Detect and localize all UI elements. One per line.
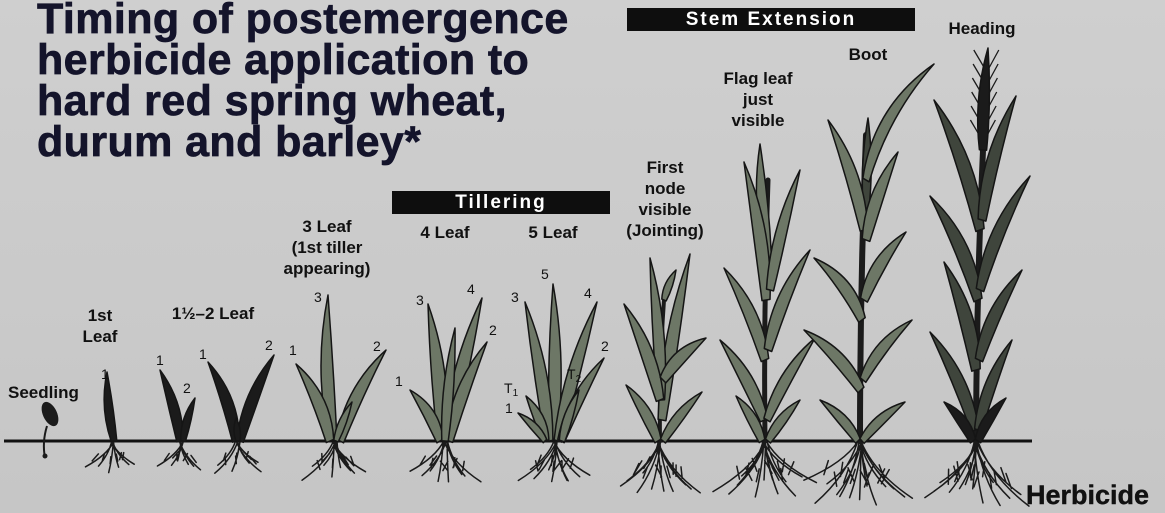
stage-label-line: node: [626, 178, 703, 199]
phase-bar-stem-extension: Stem Extension: [627, 8, 915, 31]
leaf: [860, 320, 912, 382]
stage-label-line: Leaf: [83, 326, 118, 347]
title-line-3: hard red spring wheat,: [37, 81, 569, 122]
roots: [86, 441, 135, 473]
stage-label-heading: Heading: [948, 18, 1015, 39]
title-line-2: herbicide application to: [37, 40, 569, 81]
plant-flag-leaf: [713, 144, 816, 497]
tiller-mark: T: [567, 366, 576, 382]
plant-boot: [804, 64, 934, 505]
leaf-number: 3: [314, 289, 322, 305]
flag-leaf: [863, 64, 934, 182]
stage-label-boot: Boot: [849, 44, 888, 65]
leaf: [662, 270, 676, 301]
stage-label-line: 1st: [83, 305, 118, 326]
leaf-number: 1: [395, 373, 403, 389]
plant-four-leaf: [410, 298, 487, 482]
leaf: [820, 400, 860, 443]
stage-label-line: (Jointing): [626, 220, 703, 241]
diagram-title: Timing of postemergence herbicide applic…: [37, 0, 569, 163]
roots: [157, 441, 200, 470]
leaf-number: 5: [541, 266, 549, 282]
plant-first-leaf: [86, 372, 135, 473]
stage-label-line: appearing): [284, 258, 371, 279]
leaf-number: 3: [511, 289, 519, 305]
leaf-number: 2: [489, 322, 497, 338]
leaf-number: 2: [373, 338, 381, 354]
roots: [713, 441, 816, 497]
leaf-number: 2: [601, 338, 609, 354]
leaf: [814, 258, 865, 322]
leaf: [160, 370, 183, 442]
stage-label-seedling: Seedling: [8, 382, 79, 403]
leaf-number: 1: [101, 366, 109, 382]
leaf: [804, 330, 864, 393]
title-line-4: durum and barley*: [37, 122, 569, 163]
stage-label-first-node: First node visible (Jointing): [626, 157, 703, 241]
tiller-label-1: T1: [504, 380, 518, 396]
leaf-number: 4: [467, 281, 475, 297]
roots: [925, 441, 1029, 506]
plant-five-leaf: [518, 284, 604, 482]
stage-label-line: visible: [626, 199, 703, 220]
stage-label-line: 3 Leaf: [284, 216, 371, 237]
stage-label-line: just: [724, 89, 793, 110]
title-line-1: Timing of postemergence: [37, 0, 569, 40]
seed: [38, 399, 62, 428]
stage-label-first-leaf: 1st Leaf: [83, 305, 118, 347]
roots: [410, 441, 481, 482]
leaf-number: 1: [156, 352, 164, 368]
stage-label-line: Flag leaf: [724, 68, 793, 89]
leaf-number: 1: [505, 400, 513, 416]
stage-label-line: First: [626, 157, 703, 178]
plant-first-node: [621, 254, 706, 493]
tiller-label-2: T2: [567, 366, 581, 382]
leaf: [237, 355, 274, 442]
leaf: [860, 402, 905, 443]
plant-two-leaf-b: [208, 355, 274, 473]
phase-bar-tillering: Tillering: [392, 191, 610, 214]
plant-heading: [925, 48, 1030, 506]
roots: [302, 441, 366, 480]
leaf-number: 2: [265, 337, 273, 353]
herbicide-label: Herbicide: [1026, 480, 1149, 510]
plant-seedling: [38, 399, 62, 458]
seed-head: [978, 48, 990, 150]
stage-label-three-leaf: 3 Leaf (1st tiller appearing): [284, 216, 371, 279]
plant-two-leaf-a: [157, 370, 200, 470]
leaf-number: 4: [584, 285, 592, 301]
leaf: [104, 372, 117, 441]
stage-label-line: (1st tiller: [284, 237, 371, 258]
stage-label-five-leaf: 5 Leaf: [528, 222, 577, 243]
roots: [804, 441, 913, 505]
plant-three-leaf: [296, 295, 386, 480]
tiller-index: 1: [513, 388, 519, 399]
roots: [621, 441, 701, 493]
leaf: [861, 232, 906, 302]
stage-label-line: visible: [724, 110, 793, 131]
stage-label-one-half-to-two-leaf: 1½–2 Leaf: [172, 303, 254, 324]
stage-label-four-leaf: 4 Leaf: [420, 222, 469, 243]
root-tip: [43, 454, 48, 459]
roots: [215, 441, 261, 473]
stage-label-flag-leaf: Flag leaf just visible: [724, 68, 793, 131]
leaf: [181, 398, 195, 442]
leaf-number: 2: [183, 380, 191, 396]
tiller-mark: T: [504, 380, 513, 396]
leaf-number: 1: [289, 342, 297, 358]
tiller-index: 2: [576, 374, 582, 385]
leaf-number: 1: [199, 346, 207, 362]
roots: [518, 441, 590, 482]
leaf-number: 3: [416, 292, 424, 308]
